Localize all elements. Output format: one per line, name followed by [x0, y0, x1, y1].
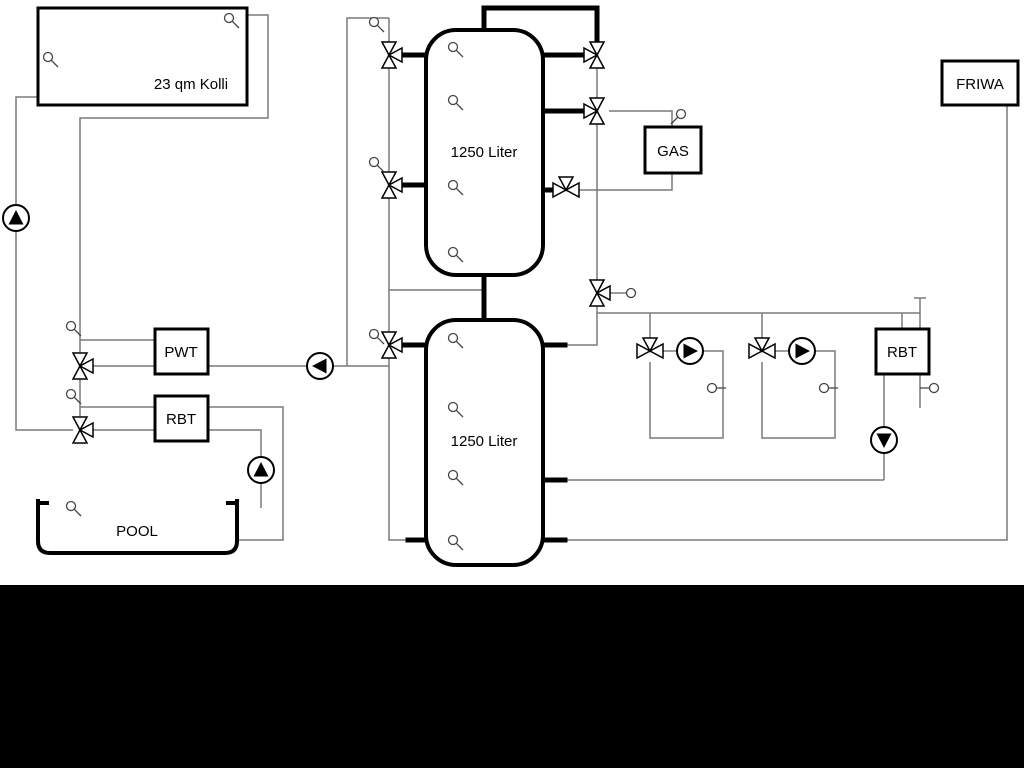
pipe-segment: [15, 231, 73, 431]
rbt-left-label: RBT: [166, 411, 196, 428]
buffer-tank-bottom: 1250 Liter: [424, 318, 545, 567]
rbt-right-box: [874, 327, 931, 376]
collector-label: 23 qm Kolli: [154, 76, 228, 93]
circuit-pump-2-icon: [788, 337, 816, 365]
pipe-segment: [208, 406, 284, 541]
tank-body: [424, 28, 545, 277]
tank-bottom-label: 1250 Liter: [451, 433, 518, 450]
pwt-box: [153, 327, 210, 376]
tank-top-label: 1250 Liter: [451, 144, 518, 161]
solar-pump-icon: [2, 204, 30, 232]
pool-outline: [36, 499, 239, 555]
pipe-segment: [15, 96, 38, 205]
circuit-pump-1-icon: [676, 337, 704, 365]
pool-label: POOL: [116, 523, 158, 540]
temperature-sensor-icon: [625, 287, 637, 299]
pipe-segment: [609, 110, 673, 127]
pipe-segment: [208, 429, 262, 457]
tank-body: [424, 318, 545, 567]
rbt-left-unit: RBT: [153, 394, 210, 443]
buffer-tank-top: 1250 Liter: [424, 28, 545, 277]
bottom-black-band: [0, 585, 1024, 768]
pipe-segment: [761, 350, 836, 439]
gas-boiler: GAS: [643, 125, 703, 175]
pwt-label: PWT: [164, 344, 197, 361]
pipe-main: [481, 5, 600, 45]
gas-box: [643, 125, 703, 175]
pipe-segment: [565, 105, 1008, 541]
friwa-box: [940, 59, 1020, 107]
pwt-heat-exchanger: PWT: [153, 327, 210, 376]
pipe-segment: [579, 173, 673, 191]
gas-label: GAS: [657, 143, 689, 160]
rbt-right-unit: RBT: [874, 327, 931, 376]
rbt-left-box: [153, 394, 210, 443]
pool-pump-icon: [247, 456, 275, 484]
return-pump-icon: [870, 426, 898, 454]
pipe-segment: [79, 14, 269, 353]
thick-pipes: [399, 5, 600, 543]
collector-box: [36, 6, 249, 107]
rbt-right-label: RBT: [887, 344, 917, 361]
pipe-network: [15, 14, 1008, 541]
pipe-segment: [567, 306, 598, 346]
pipe-segment: [388, 358, 408, 541]
friwa-unit: FRIWA: [940, 59, 1020, 107]
solar-collector: 23 qm Kolli: [36, 6, 249, 107]
friwa-label: FRIWA: [956, 76, 1004, 93]
pool-basin: POOL: [36, 499, 239, 555]
charge-pump-icon: [306, 352, 334, 380]
pipe-segment: [649, 350, 724, 439]
